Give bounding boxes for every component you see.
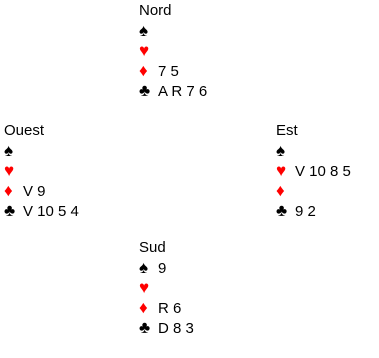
- north-clubs-row: ♣ A R 7 6: [139, 81, 207, 101]
- heart-icon: ♥: [4, 161, 15, 180]
- north-diamonds-row: ♦ 7 5: [139, 61, 207, 81]
- south-spades-cards: 9: [158, 260, 167, 277]
- east-hearts-row: ♥ V 10 8 5: [276, 161, 351, 181]
- diamond-icon: ♦: [139, 298, 148, 317]
- hand-south: Sud ♠9 ♥ ♦R 6 ♣D 8 3: [139, 238, 194, 338]
- east-clubs-row: ♣ 9 2: [276, 201, 351, 221]
- east-spades-row: ♠: [276, 141, 351, 161]
- east-clubs-cards: 9 2: [295, 203, 316, 220]
- west-hearts-row: ♥: [4, 161, 79, 181]
- heart-icon: ♥: [276, 161, 287, 180]
- diamond-icon: ♦: [276, 181, 285, 200]
- west-diamonds-cards: V 9: [23, 183, 46, 200]
- hand-name-north: Nord: [139, 2, 172, 19]
- club-icon: ♣: [4, 201, 16, 220]
- diamond-icon: ♦: [4, 181, 13, 200]
- spade-icon: ♠: [139, 21, 149, 40]
- north-hearts-row: ♥: [139, 41, 207, 61]
- spade-icon: ♠: [276, 141, 286, 160]
- west-clubs-row: ♣ V 10 5 4: [4, 201, 79, 221]
- diamond-icon: ♦: [139, 61, 148, 80]
- north-spades-row: ♠: [139, 21, 207, 41]
- club-icon: ♣: [139, 318, 151, 337]
- west-spades-row: ♠: [4, 141, 79, 161]
- west-diamonds-row: ♦ V 9: [4, 181, 79, 201]
- spade-icon: ♠: [4, 141, 14, 160]
- hand-name-east: Est: [276, 122, 298, 139]
- club-icon: ♣: [276, 201, 288, 220]
- hand-west: Ouest ♠ ♥ ♦ V 9 ♣ V 10 5 4: [4, 121, 79, 221]
- hand-name-west: Ouest: [4, 122, 45, 139]
- east-diamonds-row: ♦: [276, 181, 351, 201]
- south-spades-row: ♠9: [139, 258, 194, 278]
- north-clubs-cards: A R 7 6: [158, 83, 208, 100]
- heart-icon: ♥: [139, 41, 150, 60]
- north-diamonds-cards: 7 5: [158, 63, 179, 80]
- south-hearts-row: ♥: [139, 278, 194, 298]
- south-diamonds-row: ♦ R 6: [139, 298, 194, 318]
- south-clubs-row: ♣ D 8 3: [139, 318, 194, 338]
- hand-name-south: Sud: [139, 239, 166, 256]
- heart-icon: ♥: [139, 278, 150, 297]
- hand-east: Est ♠ ♥ V 10 8 5 ♦ ♣ 9 2: [276, 121, 351, 221]
- spade-icon: ♠: [139, 258, 149, 277]
- south-clubs-cards: D 8 3: [158, 320, 194, 337]
- west-clubs-cards: V 10 5 4: [23, 203, 79, 220]
- south-diamonds-cards: R 6: [158, 300, 182, 317]
- east-hearts-cards: V 10 8 5: [295, 163, 351, 180]
- hand-north: Nord ♠ ♥ ♦ 7 5 ♣ A R 7 6: [139, 1, 207, 101]
- club-icon: ♣: [139, 81, 151, 100]
